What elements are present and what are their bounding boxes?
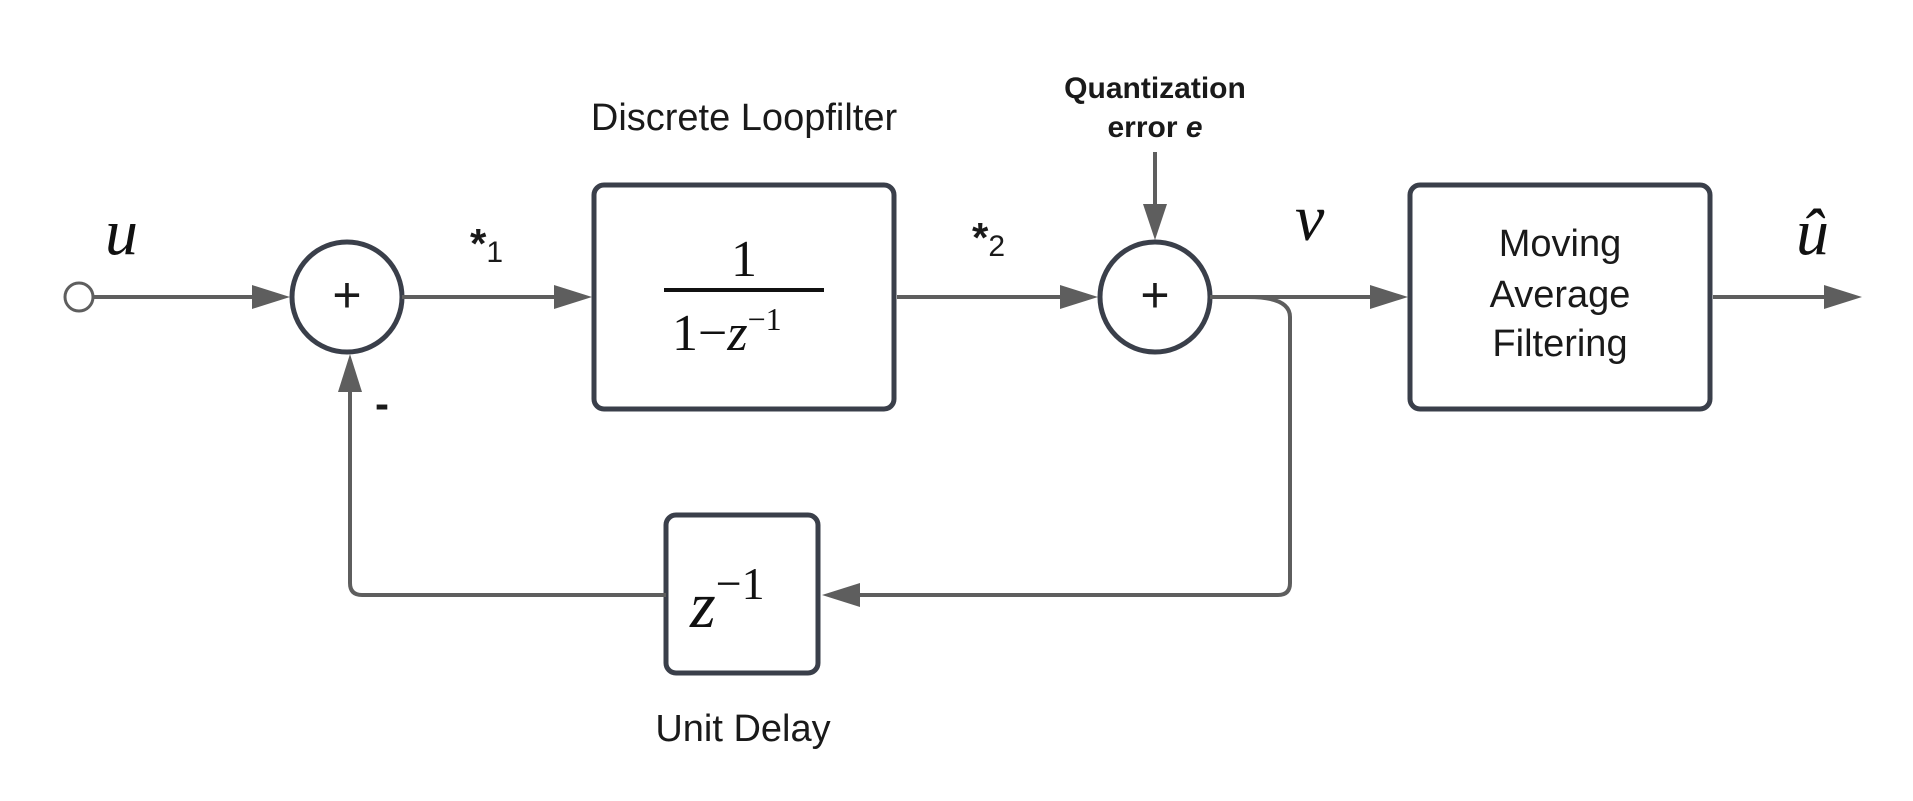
input-label-u: u xyxy=(105,196,138,269)
unit-delay-expression: z−1 xyxy=(689,558,765,642)
arrowhead-sum2 xyxy=(1060,285,1098,309)
loopfilter-numerator: 1 xyxy=(731,231,757,288)
loopfilter-denominator: 1−z−1 xyxy=(672,301,782,362)
unit-delay-title: Unit Delay xyxy=(655,708,830,750)
arrowhead-moving-average xyxy=(1370,285,1408,309)
moving-average-block xyxy=(1407,182,1713,412)
sum1-plus-sign: + xyxy=(332,267,361,323)
node1-label: *1 xyxy=(470,220,503,269)
loopfilter-title: Discrete Loopfilter xyxy=(591,97,898,139)
quantization-error-label-line1: Quantization xyxy=(1064,72,1246,105)
moving-average-line2: Average xyxy=(1490,274,1631,316)
moving-average-line3: Filtering xyxy=(1492,323,1627,365)
arrowhead-sum1-minus xyxy=(338,354,362,392)
wire-unit-delay-to-sum1 xyxy=(348,382,666,597)
arrowhead-quantization-error xyxy=(1143,204,1167,240)
minus-sign-label: - xyxy=(375,380,389,427)
arrowhead-unit-delay xyxy=(822,583,860,607)
input-terminal xyxy=(63,281,95,313)
node2-label: *2 xyxy=(972,214,1005,263)
wire-feedback-from-v xyxy=(850,295,1292,597)
loopfilter-block xyxy=(591,182,897,412)
arrowhead-output xyxy=(1824,285,1862,309)
sum2-plus-sign: + xyxy=(1140,267,1169,323)
moving-average-line1: Moving xyxy=(1499,223,1622,265)
arrowhead-sum1 xyxy=(252,285,290,309)
quantization-error-label-line2: error e xyxy=(1107,111,1202,144)
quantizer-output-label-v: v xyxy=(1295,182,1325,255)
arrowhead-loopfilter xyxy=(554,285,592,309)
output-label-u-hat: û xyxy=(1796,196,1829,269)
